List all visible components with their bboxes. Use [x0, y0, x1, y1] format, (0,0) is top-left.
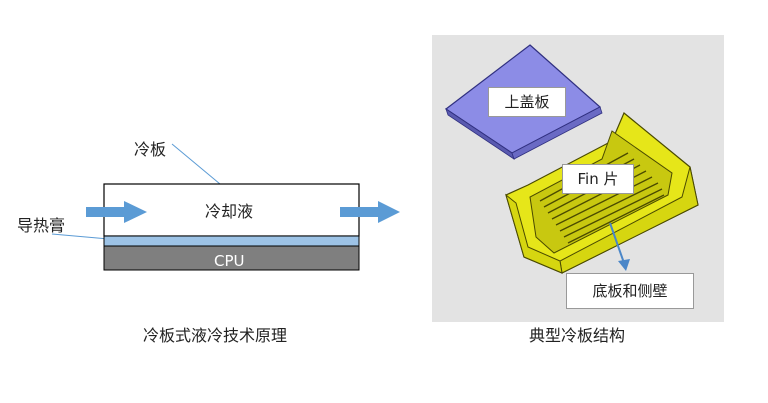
cold-plate-label: 冷板 — [134, 140, 167, 159]
right-caption: 典型冷板结构 — [529, 326, 626, 345]
left-caption: 冷板式液冷技术原理 — [143, 326, 288, 345]
cold-plate-leader-line — [171, 143, 221, 185]
top-cover-callout: 上盖板 — [488, 87, 566, 117]
coolant-outlet-arrow — [340, 201, 400, 223]
coolant-label: 冷却液 — [205, 202, 254, 221]
cold-plate-principle-diagram — [51, 143, 400, 271]
fin-callout: Fin 片 — [562, 164, 634, 194]
fin-label: Fin 片 — [577, 169, 619, 188]
base-callout: 底板和侧壁 — [566, 273, 694, 309]
top-cover-label: 上盖板 — [504, 92, 550, 111]
cpu-block — [103, 245, 360, 271]
top-cover-plate-side — [511, 106, 603, 160]
coolant-inlet-arrow — [86, 201, 147, 223]
base-front-wall — [505, 193, 563, 274]
thermal-paste-label: 导热膏 — [17, 216, 66, 235]
cold-plate-structure-panel: 上盖板 Fin 片 底板和侧壁 — [432, 35, 724, 322]
thermal-paste-layer — [103, 235, 360, 247]
fin-arrow-line — [609, 222, 625, 264]
base-label: 底板和侧壁 — [592, 281, 668, 300]
fin-arrow-head — [618, 259, 630, 271]
cpu-label: CPU — [214, 252, 245, 270]
